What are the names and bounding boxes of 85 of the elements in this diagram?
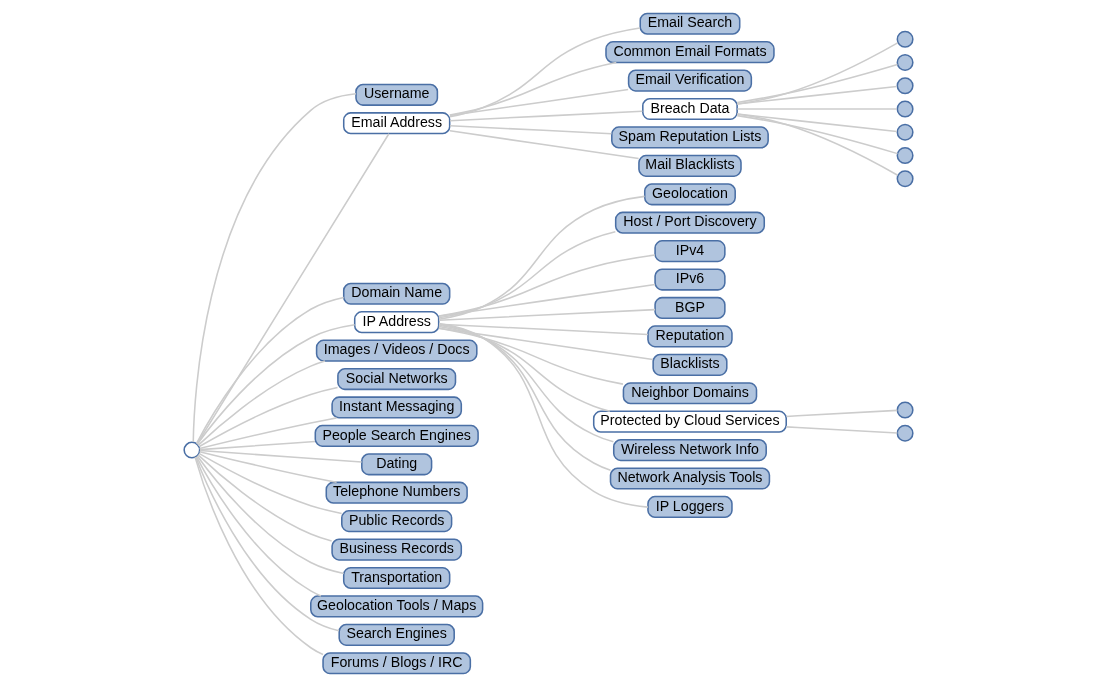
connector: [449, 88, 629, 117]
node-box: Username: [355, 83, 439, 106]
connector: [438, 308, 656, 321]
node-circle: [896, 170, 914, 188]
node-box: BGP: [654, 296, 726, 320]
node-box: Wireless Network Info: [612, 438, 767, 462]
node-box: Business Records: [331, 538, 463, 561]
connector: [199, 440, 316, 451]
connector: [736, 108, 898, 110]
node-box: Search Engines: [338, 623, 455, 646]
node-box: Telephone Numbers: [325, 481, 468, 504]
connector: [194, 456, 340, 632]
node-box: Forums / Blogs / IRC: [322, 652, 472, 675]
node-box: Network Analysis Tools: [609, 467, 771, 490]
connector: [736, 114, 899, 155]
connector: [196, 132, 390, 445]
connector: [196, 324, 356, 445]
connector: [196, 455, 345, 575]
node-box: Neighbor Domains: [622, 382, 758, 405]
node-circle: [896, 401, 914, 419]
node-circle: [896, 30, 914, 48]
node-box: Dating: [361, 453, 433, 476]
node-box: IP Loggers: [647, 495, 733, 519]
node-box: Host / Port Discovery: [614, 211, 766, 234]
connector: [198, 450, 338, 484]
connector: [198, 452, 343, 515]
connector: [449, 61, 618, 116]
connector: [438, 322, 649, 508]
connector: [195, 296, 345, 445]
node-circle: [896, 77, 914, 95]
connector: [736, 85, 898, 105]
connector: [785, 426, 899, 434]
connector: [438, 327, 654, 361]
node-box: Images / Videos / Docs: [315, 339, 478, 362]
connector: [438, 325, 611, 413]
connector: [438, 323, 612, 472]
node-circle: [896, 424, 914, 442]
node-circle: [896, 123, 914, 141]
connector: [198, 417, 338, 450]
connector: [437, 254, 656, 317]
connector: [438, 324, 615, 443]
connector: [736, 42, 899, 105]
node-box: Reputation: [647, 325, 733, 348]
connector: [736, 113, 899, 176]
node-box: Mail Blacklists: [638, 154, 742, 177]
connector: [449, 27, 641, 118]
connector: [195, 456, 322, 597]
connector: [197, 454, 333, 542]
connector: [449, 125, 613, 135]
node-circle: [896, 100, 914, 118]
node-box: Transportation: [342, 566, 451, 590]
node-circle: [896, 147, 914, 165]
connector: [198, 386, 339, 448]
node-box: People Search Engines: [314, 424, 479, 447]
connector: [192, 93, 357, 443]
node-box: Domain Name: [342, 282, 451, 305]
connector: [438, 283, 656, 317]
node-box: Common Email Formats: [605, 41, 775, 64]
connector: [197, 360, 326, 447]
connector: [449, 130, 640, 160]
node-box: Geolocation Tools / Maps: [310, 595, 484, 618]
node-box: Geolocation: [643, 183, 736, 206]
node-box: Blacklists: [652, 353, 728, 376]
node-circle: [896, 53, 914, 72]
node-box: Public Records: [341, 510, 453, 533]
connector: [194, 456, 324, 656]
connector: [438, 195, 646, 320]
node-box: Social Networks: [337, 367, 457, 391]
connector: [785, 409, 899, 418]
node-box: IPv4: [654, 240, 726, 263]
node-circle: [183, 441, 201, 459]
node-box: Spam Reputation Lists: [611, 126, 769, 149]
connector: [736, 63, 899, 104]
connector: [438, 230, 617, 319]
connector: [199, 449, 363, 463]
connector: [449, 110, 644, 122]
node-box: Instant Messaging: [331, 396, 463, 419]
node-box: IPv6: [654, 268, 726, 291]
node-box: Protected by Cloud Services: [592, 410, 787, 433]
node-box: Email Verification: [627, 69, 753, 92]
connector: [437, 327, 624, 385]
node-box: Breach Data: [642, 97, 738, 121]
node-box: Email Address: [342, 112, 451, 135]
node-box: Email Search: [639, 12, 741, 35]
node-box: IP Address: [353, 311, 440, 334]
